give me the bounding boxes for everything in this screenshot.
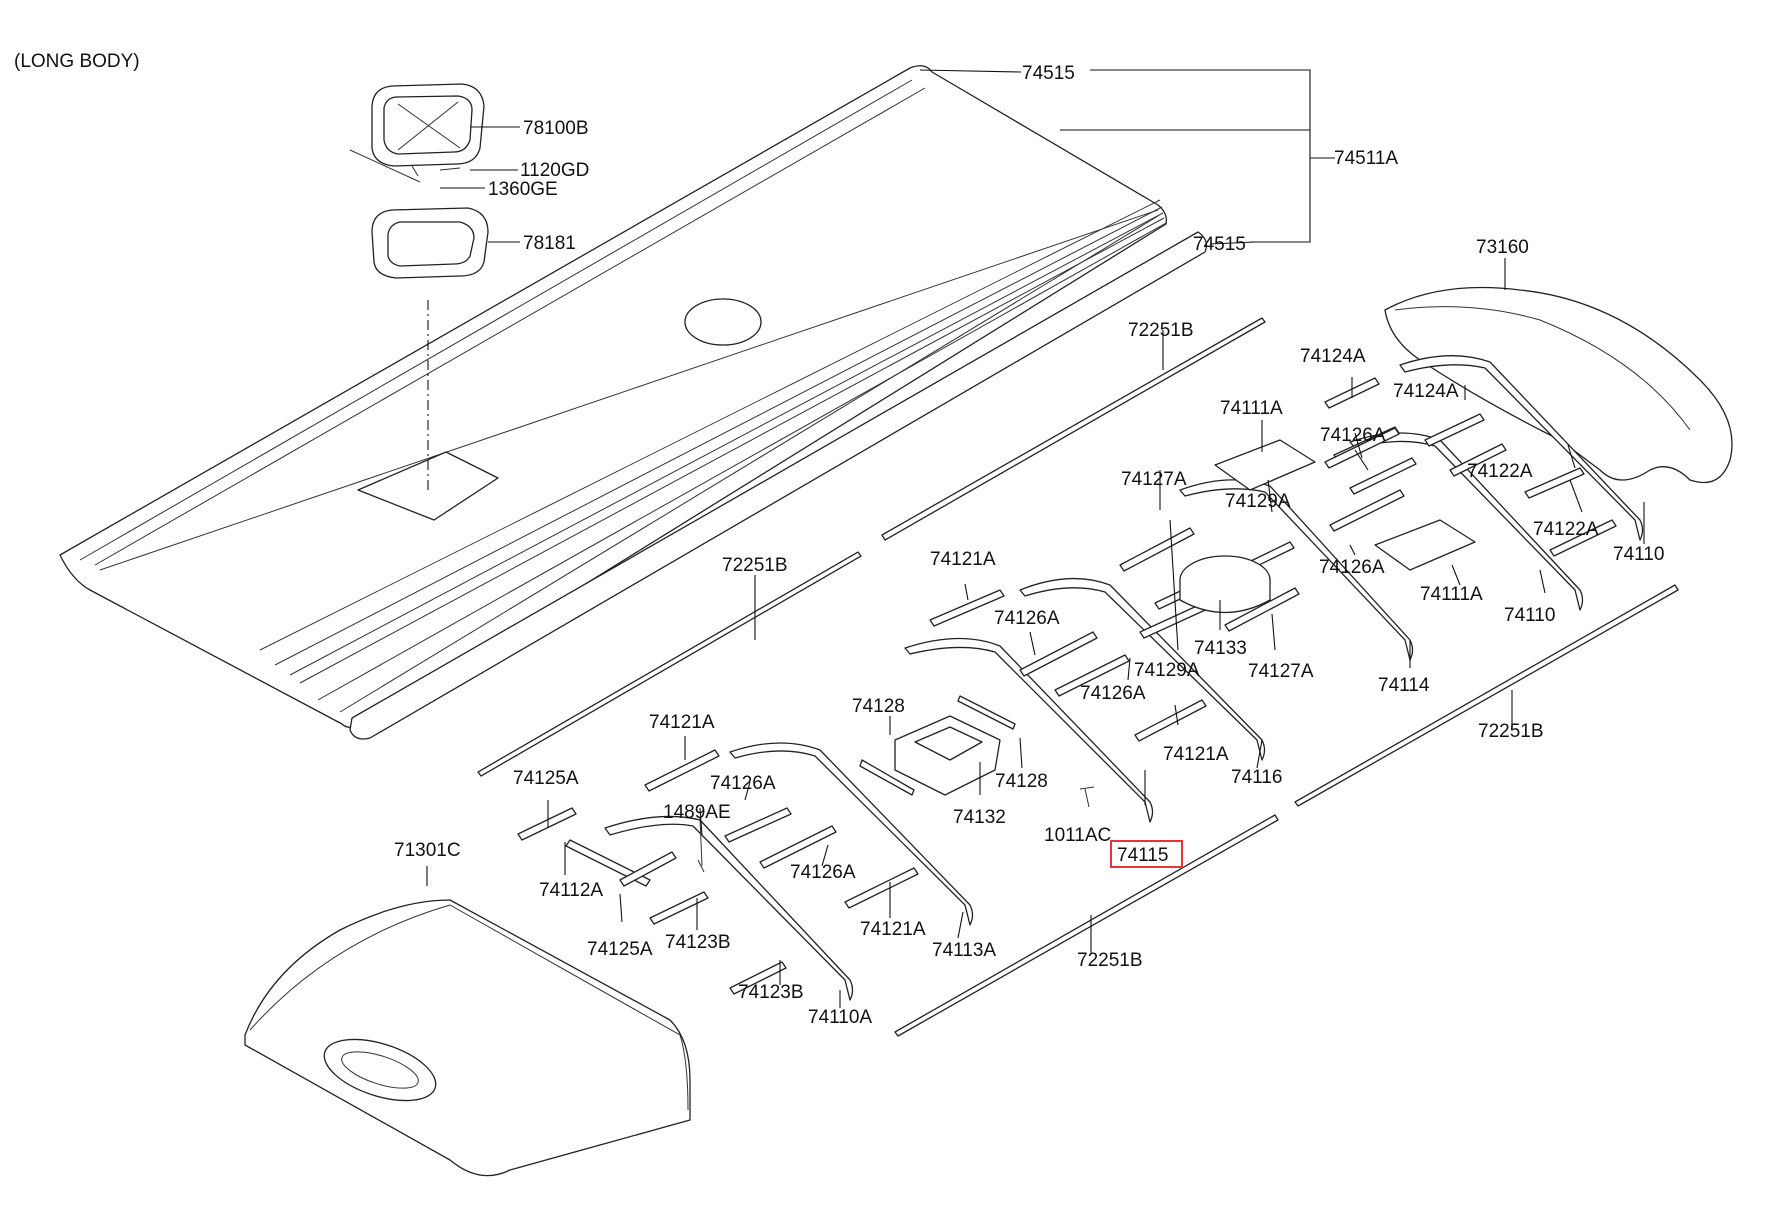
roof-rails bbox=[477, 317, 1679, 1037]
callout-74121A-4: 74121A bbox=[860, 919, 926, 940]
callouts: 74515 74511A 74515 78100B 1120GD 1360GE … bbox=[394, 63, 1664, 1028]
callout-74111A-1: 74111A bbox=[1220, 398, 1283, 419]
brackets bbox=[697, 439, 1476, 873]
highlight-box-74115 bbox=[1110, 840, 1183, 868]
callout-74125A-1: 74125A bbox=[513, 768, 579, 789]
rear-roof-cap bbox=[1384, 286, 1733, 484]
callout-72251B-right: 72251B bbox=[1478, 721, 1544, 742]
callout-74122A-2: 74122A bbox=[1533, 519, 1599, 540]
callout-74124A-1: 74124A bbox=[1300, 346, 1366, 367]
callout-74126A-3: 74126A bbox=[994, 608, 1060, 629]
callout-74126A-6: 74126A bbox=[790, 862, 856, 883]
callout-74129A-2: 74129A bbox=[1134, 660, 1200, 681]
callout-74132: 74132 bbox=[953, 807, 1006, 828]
callout-74113A: 74113A bbox=[932, 940, 996, 961]
callout-74123B-2: 74123B bbox=[738, 982, 804, 1003]
callout-74112A: 74112A bbox=[539, 880, 603, 901]
roof-vent-opening bbox=[684, 298, 762, 346]
callout-74111A-2: 74111A bbox=[1420, 584, 1483, 605]
callout-74515-mid: 74515 bbox=[1193, 234, 1246, 255]
leader-lines bbox=[426, 69, 1645, 1008]
callout-74129A-1: 74129A bbox=[1225, 491, 1291, 512]
callout-74114: 74114 bbox=[1378, 675, 1430, 696]
callout-74127A-2: 74127A bbox=[1248, 661, 1314, 682]
callout-74515-top: 74515 bbox=[1022, 63, 1075, 84]
callout-74126A-5: 74126A bbox=[710, 773, 776, 794]
callout-74126A-4: 74126A bbox=[1080, 683, 1146, 704]
callout-74511A: 74511A bbox=[1334, 148, 1398, 169]
callout-72251B-top: 72251B bbox=[1128, 320, 1194, 341]
callout-78181: 78181 bbox=[523, 233, 576, 254]
callout-74126A-2: 74126A bbox=[1319, 557, 1385, 578]
callout-1360GE: 1360GE bbox=[488, 179, 558, 200]
callout-72251B-bottom: 72251B bbox=[1077, 950, 1143, 971]
callout-74116: 74116 bbox=[1231, 767, 1282, 788]
callout-74121A-2: 74121A bbox=[649, 712, 715, 733]
callout-74127A-1: 74127A bbox=[1121, 469, 1187, 490]
callout-71301C: 71301C bbox=[394, 840, 461, 861]
callout-74110A: 74110A bbox=[808, 1007, 872, 1028]
front-roof-cap bbox=[244, 899, 691, 1177]
callout-74121A-1: 74121A bbox=[930, 549, 996, 570]
callout-74123B-1: 74123B bbox=[665, 932, 731, 953]
callout-74110-1: 74110 bbox=[1613, 544, 1664, 565]
callout-74115: 74115 bbox=[1117, 845, 1168, 866]
callout-74110-2: 74110 bbox=[1504, 605, 1555, 626]
callout-1120GD: 1120GD bbox=[520, 160, 589, 181]
callout-74126A-1: 74126A bbox=[1320, 425, 1386, 446]
callout-78100B: 78100B bbox=[523, 118, 589, 139]
callout-74128-1: 74128 bbox=[852, 696, 905, 717]
callout-1011AC: 1011AC bbox=[1044, 825, 1111, 846]
callout-74124A-2: 74124A bbox=[1393, 381, 1459, 402]
callout-74125A-2: 74125A bbox=[587, 939, 653, 960]
callout-74121A-3: 74121A bbox=[1163, 744, 1229, 765]
variant-label: (LONG BODY) bbox=[14, 51, 140, 72]
callout-1489AE: 1489AE bbox=[663, 802, 731, 823]
callout-73160: 73160 bbox=[1476, 237, 1529, 258]
roof-vent-assembly bbox=[349, 83, 489, 490]
roof-panel bbox=[59, 65, 1208, 740]
callout-74128-2: 74128 bbox=[995, 771, 1048, 792]
callout-72251B-left: 72251B bbox=[722, 555, 788, 576]
callout-74122A-1: 74122A bbox=[1467, 461, 1533, 482]
callout-74133: 74133 bbox=[1194, 638, 1247, 659]
